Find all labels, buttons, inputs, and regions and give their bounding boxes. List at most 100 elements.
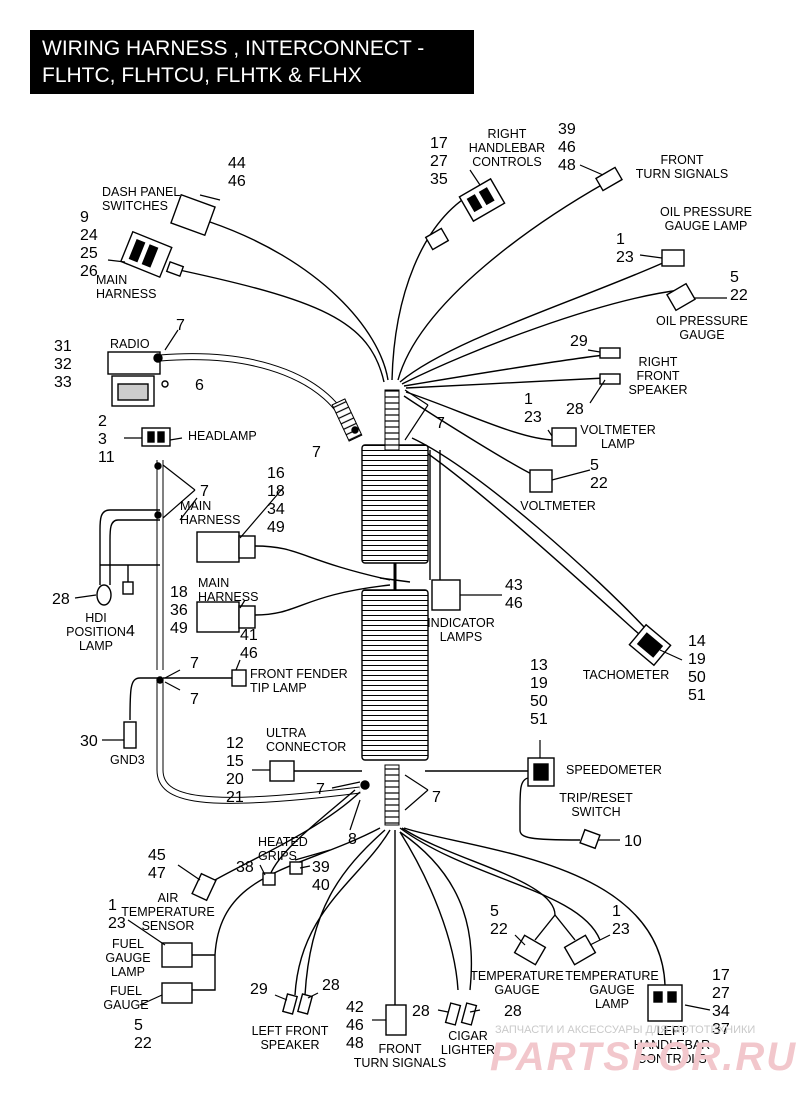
- callout-c-center-7a: 7: [316, 781, 325, 798]
- callout-c-radio-6: 6: [195, 377, 204, 394]
- connectors: [96, 166, 696, 1036]
- title-line-2: FLHTC, FLHTCU, FLHTK & FLHX: [42, 64, 362, 87]
- label-radio: RADIO: [110, 337, 150, 351]
- left-handlebar-controls-connector: [647, 984, 683, 1022]
- indicator-lamps-connector: [431, 579, 461, 611]
- left-front-speaker-connector-a: [281, 993, 299, 1015]
- label-speedometer: SPEEDOMETER: [566, 763, 662, 777]
- harness-trunk: [331, 389, 429, 826]
- hdi-position-lamp-bulb: [96, 584, 112, 606]
- oil-pressure-gauge-lamp-connector: [661, 249, 685, 267]
- label-headlamp: HEADLAMP: [188, 429, 257, 443]
- wires: [99, 182, 681, 1005]
- diagram-title: WIRING HARNESS , INTERCONNECT - FLHTC, F…: [30, 30, 474, 94]
- callout-c-rfs-29: 29: [570, 333, 588, 350]
- trip-reset-switch-connector: [579, 828, 601, 850]
- fender-tip-lamp-connector: [231, 669, 247, 687]
- main-harness-lower-connector: [196, 601, 256, 633]
- label-gnd3: GND3: [110, 753, 145, 767]
- voltmeter-connector: [529, 469, 553, 493]
- callout-c-center-8: 8: [348, 831, 357, 848]
- title-line-1: WIRING HARNESS , INTERCONNECT -: [42, 37, 425, 60]
- leader-lines: [74, 164, 727, 1021]
- watermark-line-1: ЗАПЧАСТИ И АКСЕССУАРЫ ДЛЯ МОТОТЕХНИКИ: [495, 1024, 755, 1036]
- cigar-lighter-connector-a: [444, 1002, 462, 1026]
- main-harness-top-connector: [119, 230, 173, 279]
- main-harness-mid-connector: [196, 531, 256, 563]
- oil-pressure-gauge-connector: [666, 282, 696, 312]
- temperature-gauge-lamp-connector: [563, 934, 597, 966]
- dash-panel-switches-connector: [170, 193, 216, 237]
- gnd3-connector: [123, 721, 137, 749]
- callout-c-right-7: 7: [436, 415, 445, 432]
- air-temperature-sensor-connector: [191, 872, 217, 902]
- left-front-speaker-connector-b: [296, 993, 314, 1015]
- watermark-line-2: PARTSFOR.RU: [490, 1035, 797, 1079]
- callout-c-cigar-28a: 28: [412, 1003, 430, 1020]
- callout-c-hdi-28: 28: [52, 591, 70, 608]
- callout-c-left-7a: 7: [200, 483, 209, 500]
- right-front-speaker-connector-b: [599, 373, 621, 385]
- speedometer-connector: [527, 757, 555, 787]
- callout-c-fender-7b: 7: [190, 691, 199, 708]
- front-turn-signals-top-connector: [595, 166, 623, 192]
- right-handlebar-controls-connector: [458, 177, 506, 223]
- label-voltmeter: VOLTMETER: [520, 499, 595, 513]
- fuel-gauge-connector: [161, 982, 193, 1004]
- fuel-gauge-lamp-connector: [161, 942, 193, 968]
- headlamp-connector: [141, 427, 171, 447]
- callout-c-cigar-28b: 28: [504, 1003, 522, 1020]
- callout-c-center-7b: 7: [432, 789, 441, 806]
- callout-c-heated-38: 38: [236, 859, 254, 876]
- hdi-ground-connector: [122, 581, 134, 595]
- callout-c-fender-7a: 7: [190, 655, 199, 672]
- callout-c-radio-7: 7: [176, 317, 185, 334]
- cigar-lighter-connector-b: [460, 1002, 478, 1026]
- right-front-speaker-connector-a: [599, 347, 621, 359]
- callout-c-lfs-28: 28: [322, 977, 340, 994]
- watermark: ЗАПЧАСТИ И АКСЕССУАРЫ ДЛЯ МОТОТЕХНИКИ PA…: [490, 1024, 797, 1079]
- heated-grips-left-connector: [262, 872, 276, 886]
